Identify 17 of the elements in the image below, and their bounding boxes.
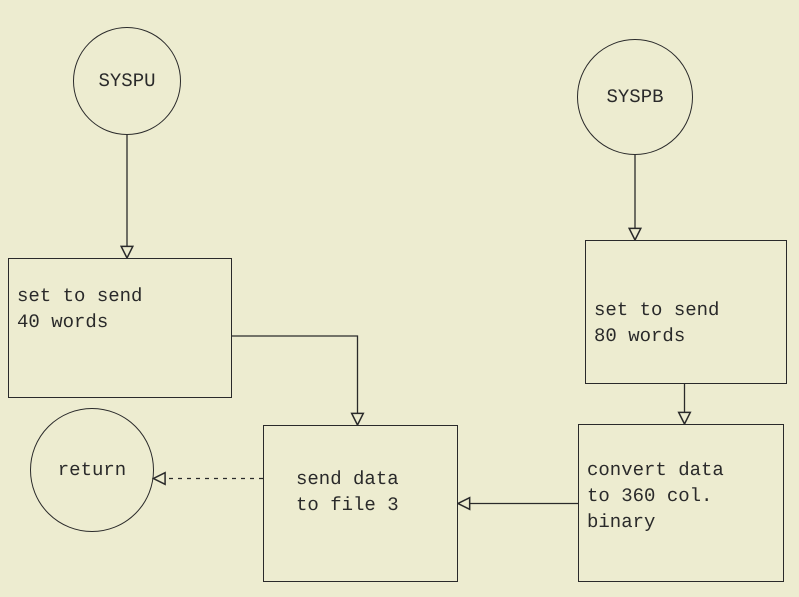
node-label: set to send 80 words bbox=[594, 298, 720, 349]
node-label: return bbox=[58, 458, 126, 483]
node-label: SYSPB bbox=[606, 85, 664, 110]
arrow bbox=[120, 135, 134, 259]
node-label: convert data to 360 col. binary bbox=[587, 458, 725, 535]
process-box bbox=[263, 425, 458, 582]
node-label: send data to file 3 bbox=[296, 467, 400, 518]
arrow bbox=[152, 472, 263, 486]
process-box bbox=[8, 258, 232, 398]
arrow bbox=[232, 335, 364, 426]
process-box bbox=[585, 240, 787, 384]
node-label: set to send 40 words bbox=[17, 284, 144, 335]
process-box bbox=[578, 424, 784, 582]
node-label: SYSPU bbox=[98, 69, 156, 94]
arrow bbox=[678, 384, 692, 425]
arrow bbox=[628, 155, 642, 241]
arrow bbox=[457, 496, 578, 510]
